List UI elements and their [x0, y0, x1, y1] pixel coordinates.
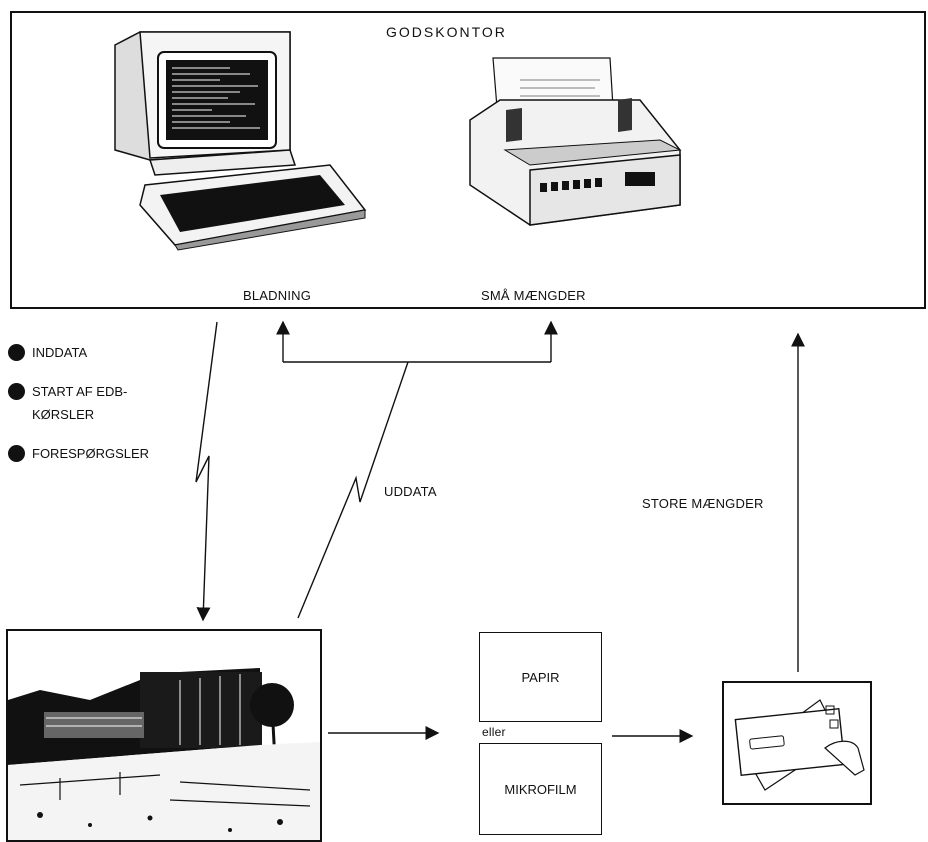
office-frame: [10, 11, 926, 309]
input-item-start: START AF EDB-: [8, 381, 127, 403]
input-item-queries: FORESPØRGSLER: [8, 443, 149, 465]
bullet-icon: [8, 383, 25, 401]
office-title: GODSKONTOR: [386, 24, 507, 40]
large-output-label: STORE MÆNGDER: [642, 496, 764, 511]
input-item-start-cont: KØRSLER: [32, 407, 95, 422]
input-item-inddata: INDDATA: [8, 342, 87, 364]
paper-box: PAPIR: [479, 632, 602, 722]
microfilm-label: MIKROFILM: [504, 781, 577, 797]
paper-label: PAPIR: [521, 669, 560, 685]
output-line: [297, 361, 409, 619]
microfilm-box: MIKROFILM: [479, 743, 602, 835]
computer-terminal-icon: [114, 31, 367, 251]
input-line: [195, 321, 218, 622]
printer-label: SMÅ MÆNGDER: [481, 288, 586, 303]
printer-icon: [469, 57, 682, 226]
bullet-icon: [8, 344, 25, 362]
or-label: eller: [482, 725, 506, 739]
bullet-icon: [8, 445, 25, 463]
data-center-photo: [6, 629, 322, 842]
terminal-label: BLADNING: [243, 288, 312, 303]
envelope-hand-icon: [722, 681, 872, 805]
output-label: UDDATA: [384, 484, 437, 499]
